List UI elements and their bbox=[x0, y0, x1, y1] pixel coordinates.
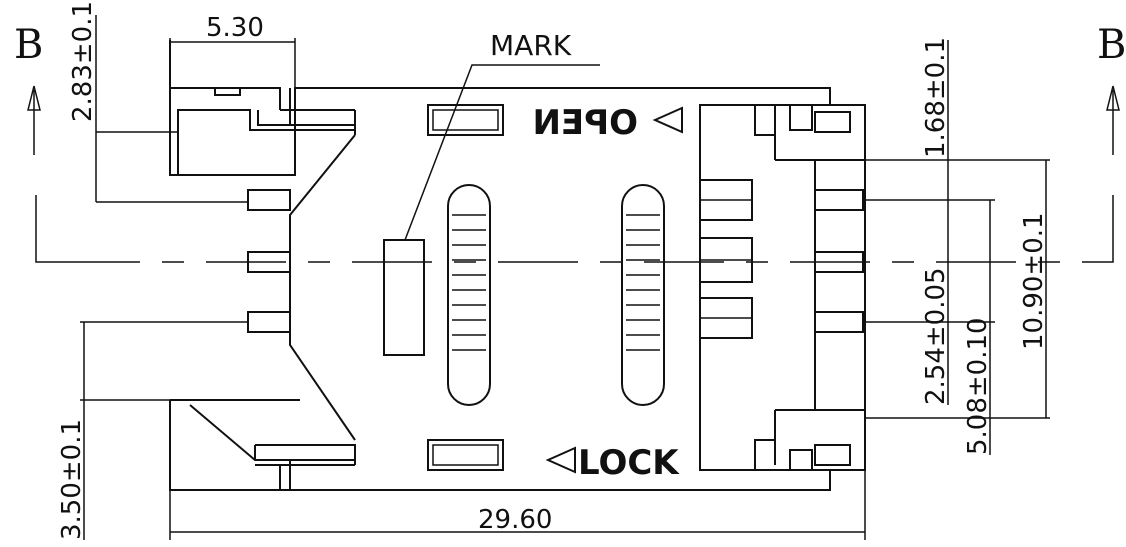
connector-body bbox=[169, 40, 831, 491]
slot-bottom bbox=[427, 439, 504, 471]
section-line-left bbox=[35, 195, 60, 263]
mark-label: MARK bbox=[490, 29, 572, 62]
spring-contact-left bbox=[447, 184, 491, 406]
dimension-top-left-height: 2.83±0.1 bbox=[68, 1, 248, 203]
spring-contact-right bbox=[621, 184, 665, 406]
section-label-right: B bbox=[1097, 22, 1126, 68]
dimension-double-pitch: 5.08±0.10 bbox=[863, 200, 995, 455]
dimension-pin-pitch: 2.54±0.05 bbox=[863, 199, 995, 405]
dim-bottom-left-height: 3.50±0.1 bbox=[57, 419, 87, 540]
dim-right-top: 1.68±0.1 bbox=[921, 37, 951, 158]
connector-right-module bbox=[699, 104, 866, 471]
dim-top-width: 5.30 bbox=[206, 13, 264, 43]
open-label: OPEN bbox=[532, 103, 638, 143]
dimension-bottom-left-height: 3.50±0.1 bbox=[57, 321, 248, 540]
dim-contact-span: 10.90±0.1 bbox=[1019, 212, 1049, 350]
lock-label: LOCK bbox=[578, 443, 680, 483]
dim-pin-pitch: 2.54±0.05 bbox=[921, 267, 951, 405]
dimension-overall-length: 29.60 bbox=[169, 470, 866, 540]
dim-top-left-height: 2.83±0.1 bbox=[68, 1, 98, 122]
section-arrow-left-icon bbox=[27, 85, 41, 155]
dimension-right-top: 1.68±0.1 bbox=[865, 37, 1050, 262]
dimension-contact-span: 10.90±0.1 bbox=[865, 160, 1050, 419]
section-arrow-right-icon bbox=[1106, 85, 1120, 155]
dim-overall-length: 29.60 bbox=[478, 505, 552, 535]
lock-indicator: LOCK bbox=[545, 443, 680, 483]
mark-leader bbox=[404, 64, 600, 241]
open-arrow-icon bbox=[652, 106, 683, 134]
lock-arrow-icon bbox=[545, 446, 576, 474]
slot-top bbox=[427, 104, 504, 136]
open-indicator: OPEN bbox=[532, 103, 683, 143]
dimension-top-width: 5.30 bbox=[169, 13, 296, 88]
section-line-right bbox=[1090, 195, 1114, 263]
dim-double-pitch: 5.08±0.10 bbox=[963, 317, 993, 455]
mark-box bbox=[383, 239, 425, 356]
section-label-left: B bbox=[14, 22, 43, 68]
